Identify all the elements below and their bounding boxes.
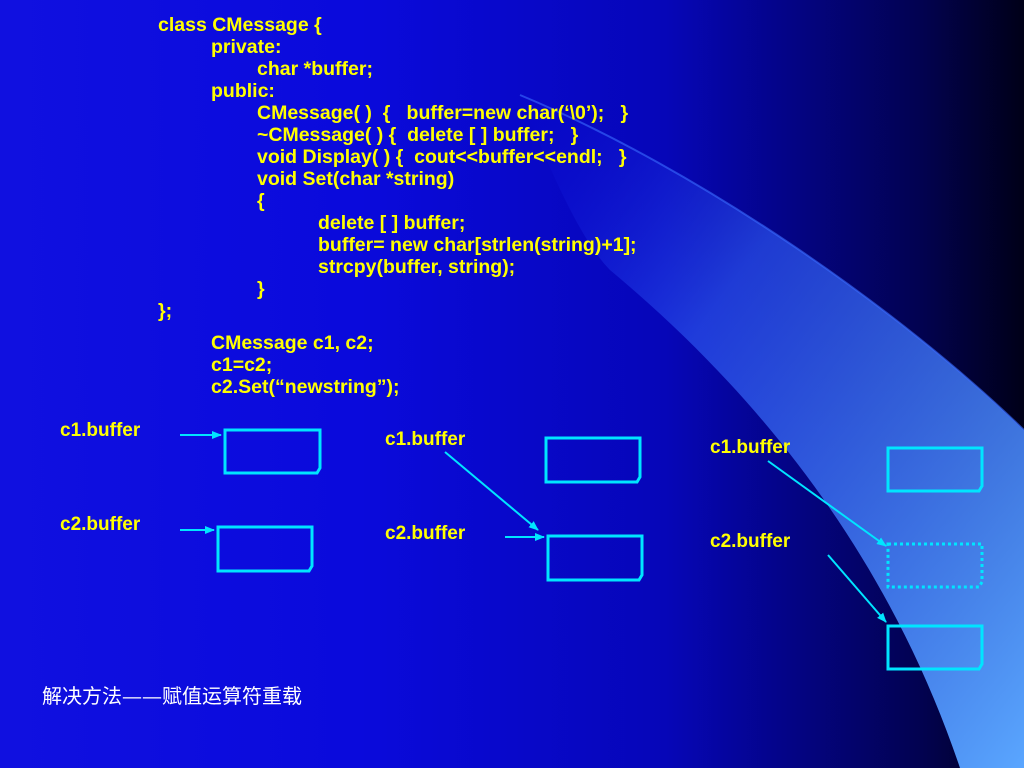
buffer-box-released: [886, 542, 984, 589]
code-line: void Display( ) { cout<<buffer<<endl; }: [257, 146, 627, 168]
diagram-3-c1-label: c1.buffer: [710, 437, 791, 458]
code-line: ~CMessage( ) { delete [ ] buffer; }: [257, 124, 579, 146]
code-line: private:: [211, 36, 282, 58]
code-line: };: [158, 300, 173, 322]
buffer-box: [886, 624, 984, 671]
swoosh-edge: [519, 94, 1024, 431]
code-line: char *buffer;: [257, 58, 373, 80]
code-line: c1=c2;: [211, 354, 273, 376]
code-line: CMessage( ) { buffer=new char(‘\0’); }: [257, 102, 629, 124]
code-block: class CMessage { private: char *buffer; …: [158, 14, 637, 398]
code-line: {: [257, 190, 265, 212]
buffer-box: [223, 428, 322, 475]
diagram-3-c2-label: c2.buffer: [710, 531, 791, 552]
buffer-box: [544, 436, 642, 484]
pointer-arrow: [767, 460, 887, 547]
code-line: c2.Set(“newstring”);: [211, 376, 400, 398]
swoosh-band: [520, 95, 1024, 768]
footer-caption: 解决方法——赋值运算符重载: [42, 684, 302, 708]
buffer-box: [546, 534, 644, 582]
diagram-2-c1-label: c1.buffer: [385, 429, 466, 450]
pointer-arrow: [444, 451, 539, 531]
diagram-2-c2-label: c2.buffer: [385, 523, 466, 544]
diagram-1-c1-label: c1.buffer: [60, 420, 141, 441]
buffer-box: [216, 525, 314, 573]
code-line: buffer= new char[strlen(string)+1];: [318, 234, 637, 256]
buffer-box: [886, 446, 984, 493]
code-line: void Set(char *string): [257, 168, 455, 190]
code-line: public:: [211, 80, 275, 102]
code-line: class CMessage {: [158, 14, 322, 36]
code-line: strcpy(buffer, string);: [318, 256, 516, 278]
pointer-arrow: [827, 554, 887, 623]
code-line: }: [257, 278, 265, 300]
diagram-1-c2-label: c2.buffer: [60, 514, 141, 535]
code-line: CMessage c1, c2;: [211, 332, 374, 354]
code-line: delete [ ] buffer;: [318, 212, 466, 234]
